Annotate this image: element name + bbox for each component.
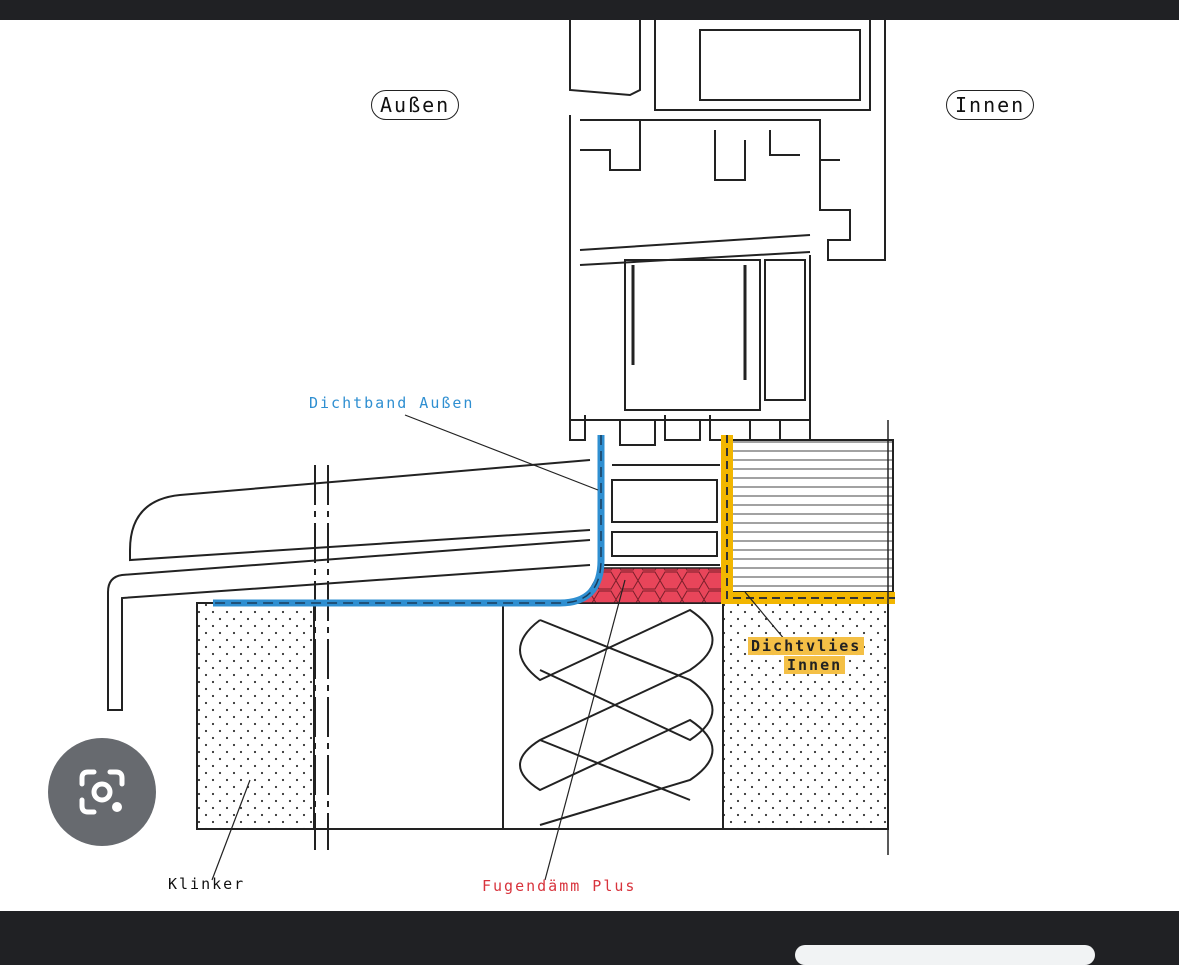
leader-lines bbox=[211, 414, 786, 881]
brick-wall bbox=[196, 602, 315, 830]
label-sealing-fleece-line1: Dichtvlies bbox=[748, 637, 865, 655]
bottom-bar bbox=[0, 911, 1179, 949]
label-joint-insulation: Fugendämm Plus bbox=[482, 877, 637, 895]
google-lens-icon bbox=[79, 769, 125, 815]
google-lens-button[interactable] bbox=[48, 738, 156, 846]
interior-board bbox=[727, 439, 894, 593]
label-sealing-fleece-line2: Innen bbox=[784, 656, 846, 674]
label-sealing-tape-outside: Dichtband Außen bbox=[309, 394, 475, 412]
image-viewer: Außen Innen Dichtband Außen Dichtvlies I… bbox=[0, 20, 1179, 911]
label-inside: Innen bbox=[946, 90, 1035, 120]
label-brick: Klinker bbox=[168, 875, 246, 893]
bottom-search-pill[interactable] bbox=[795, 945, 1095, 965]
window-sill-detail-drawing bbox=[107, 20, 895, 881]
top-bar bbox=[0, 0, 1179, 20]
label-outside: Außen bbox=[371, 90, 460, 120]
insulation-layer bbox=[502, 602, 724, 830]
sealing-tape-outside bbox=[213, 435, 605, 607]
window-sill bbox=[107, 459, 591, 850]
label-sealing-fleece-inside: Dichtvlies Innen bbox=[748, 636, 873, 674]
window-frame-profile bbox=[569, 20, 886, 566]
